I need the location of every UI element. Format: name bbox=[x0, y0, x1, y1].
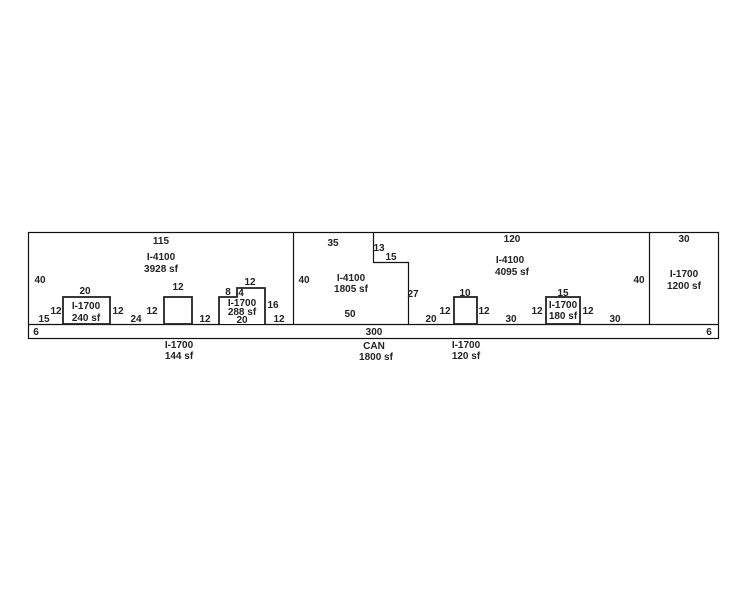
dim-label: 12 bbox=[273, 314, 285, 325]
can-name: CAN bbox=[363, 341, 385, 352]
dim-label: 12 bbox=[439, 306, 451, 317]
dim-label: 16 bbox=[267, 300, 279, 311]
unit-area: 1200 sf bbox=[667, 281, 702, 292]
box-area: 288 sf bbox=[228, 307, 257, 318]
box-288sf bbox=[218, 287, 266, 324]
box-area: 180 sf bbox=[549, 311, 578, 322]
dim-label: 12 bbox=[146, 306, 158, 317]
dim-label: 30 bbox=[609, 314, 621, 325]
unit-name: I-1700 bbox=[670, 269, 699, 280]
dim-label: 40 bbox=[34, 275, 46, 286]
dim-label: 15 bbox=[557, 288, 569, 299]
box-180sf bbox=[545, 296, 581, 325]
dim-label: 24 bbox=[130, 314, 142, 325]
dim-label: 30 bbox=[505, 314, 517, 325]
unit-name: I-4100 bbox=[147, 252, 176, 263]
box-name: I-1700 bbox=[72, 301, 101, 312]
box-area: 120 sf bbox=[452, 351, 481, 362]
box-name: I-1700 bbox=[452, 340, 481, 351]
dim-label: 6 bbox=[706, 327, 712, 338]
dim-label: 12 bbox=[199, 314, 211, 325]
dim-label: 12 bbox=[112, 306, 124, 317]
strip-area: 144 sf bbox=[165, 351, 194, 362]
dim-label: 4 bbox=[238, 288, 244, 299]
box-name: I-1700 bbox=[549, 300, 578, 311]
box-area: 240 sf bbox=[72, 313, 101, 324]
unit-area: 3928 sf bbox=[144, 264, 179, 275]
dim-label: 10 bbox=[459, 288, 471, 299]
dim-label: 20 bbox=[79, 286, 91, 297]
dim-label: 12 bbox=[244, 277, 256, 288]
dim-label: 15 bbox=[385, 252, 397, 263]
dim-label: 40 bbox=[298, 275, 310, 286]
dim-label: 40 bbox=[633, 275, 645, 286]
unit-area: 4095 sf bbox=[495, 267, 530, 278]
dim-label: 12 bbox=[50, 306, 62, 317]
unit-name: I-4100 bbox=[337, 273, 366, 284]
dim-label: 12 bbox=[582, 306, 594, 317]
dim-label: 12 bbox=[478, 306, 490, 317]
dim-label: 13 bbox=[373, 243, 385, 254]
dim-label: 115 bbox=[153, 236, 170, 247]
dim-label: 15 bbox=[38, 314, 50, 325]
dim-label: 120 bbox=[504, 234, 521, 245]
unit-name: I-4100 bbox=[496, 255, 525, 266]
dim-label: 27 bbox=[407, 289, 419, 300]
can-area: 1800 sf bbox=[359, 352, 394, 363]
dim-label: 12 bbox=[172, 282, 184, 293]
unit-area: 1805 sf bbox=[334, 284, 369, 295]
dim-label: 300 bbox=[366, 327, 383, 338]
box-240sf bbox=[62, 296, 111, 325]
dim-label: 50 bbox=[344, 309, 356, 320]
middle-unit-wall bbox=[372, 232, 410, 324]
dim-label: 20 bbox=[425, 314, 437, 325]
box-small bbox=[163, 296, 193, 325]
dim-label: 35 bbox=[327, 238, 339, 249]
box-120sf bbox=[453, 296, 478, 325]
dim-label: 8 bbox=[225, 287, 231, 298]
dim-label: 12 bbox=[531, 306, 543, 317]
dim-label: 6 bbox=[33, 327, 39, 338]
dim-label: 30 bbox=[678, 234, 690, 245]
box-name: I-1700 bbox=[228, 298, 257, 309]
strip-name: I-1700 bbox=[165, 340, 194, 351]
dim-label: 20 bbox=[236, 315, 248, 326]
